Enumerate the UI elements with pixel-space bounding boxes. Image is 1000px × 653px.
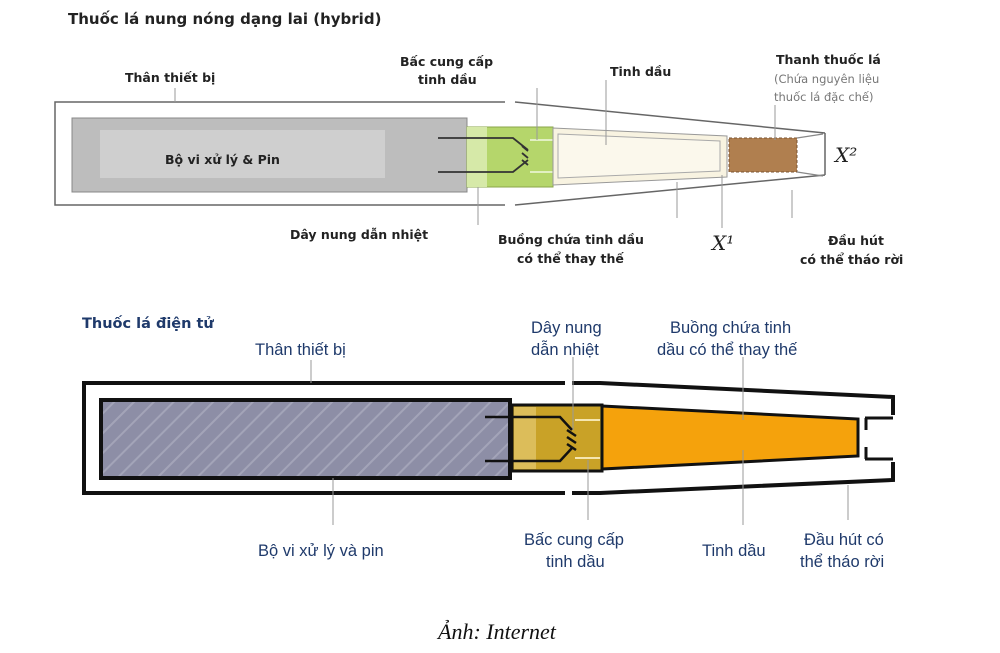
image-caption: Ảnh: Internet	[436, 619, 557, 644]
hybrid-device-body	[54, 101, 826, 206]
ecig-diagram: Thuốc lá điện tử	[82, 315, 895, 571]
hybrid-leader-lines	[174, 80, 793, 228]
ecig-leader-lines	[310, 357, 849, 525]
ecig-liquid-chamber	[600, 404, 860, 471]
label-coil-2: dẫn nhiệt	[531, 340, 599, 359]
label-tobacco-note-2: thuốc lá đặc chế)	[774, 90, 874, 104]
label-coil: Dây nung dẫn nhiệt	[290, 227, 428, 242]
label-mouthpiece-2: có thể tháo rời	[800, 252, 903, 267]
hybrid-mouthpiece-lines	[796, 133, 824, 177]
hybrid-coil	[438, 137, 553, 173]
label-mouthpiece-2: thể tháo rời	[800, 553, 884, 571]
label-wick-2: tinh dầu	[418, 72, 477, 87]
hybrid-title: Thuốc lá nung nóng dạng lai (hybrid)	[68, 9, 381, 28]
label-liquid: Tinh dầu	[610, 64, 671, 79]
ecig-battery	[99, 398, 512, 480]
tobacco-stick	[728, 137, 798, 173]
label-coil-1: Dây nung	[531, 319, 602, 337]
label-liquid: Tinh dầu	[702, 542, 766, 560]
ecig-wick-light	[514, 407, 536, 469]
label-wick-1: Bấc cung cấp	[524, 531, 624, 549]
hybrid-wick-light	[467, 127, 487, 187]
label-chamber-1: Buồng chứa tinh	[670, 319, 791, 337]
label-body: Thân thiết bị	[125, 70, 215, 85]
hybrid-diagram: Thuốc lá nung nóng dạng lai (hybrid)	[54, 9, 903, 267]
label-processor: Bộ vi xử lý & Pin	[165, 152, 280, 167]
label-body: Thân thiết bị	[255, 341, 346, 359]
label-x2: X²	[833, 143, 857, 167]
hybrid-battery-highlight	[100, 130, 385, 178]
ecig-coil	[485, 415, 600, 463]
label-chamber-2: dầu có thể thay thế	[657, 341, 797, 359]
label-wick-1: Bấc cung cấp	[400, 54, 493, 69]
label-chamber-2: có thể thay thế	[517, 251, 624, 266]
ecig-title: Thuốc lá điện tử	[82, 315, 214, 332]
label-chamber-1: Buồng chứa tinh dầu	[498, 232, 644, 247]
label-processor: Bộ vi xử lý và pin	[258, 542, 384, 560]
label-tobacco-note-1: (Chứa nguyên liệu	[774, 72, 879, 86]
ecig-device-body	[82, 381, 895, 495]
label-wick-2: tinh dầu	[546, 553, 605, 571]
label-tobacco-stick: Thanh thuốc lá	[776, 52, 881, 67]
label-mouthpiece-1: Đầu hút có	[804, 531, 884, 549]
label-x1: X¹	[710, 231, 734, 255]
label-mouthpiece-1: Đầu hút	[828, 233, 884, 248]
hybrid-liquid	[557, 133, 721, 179]
